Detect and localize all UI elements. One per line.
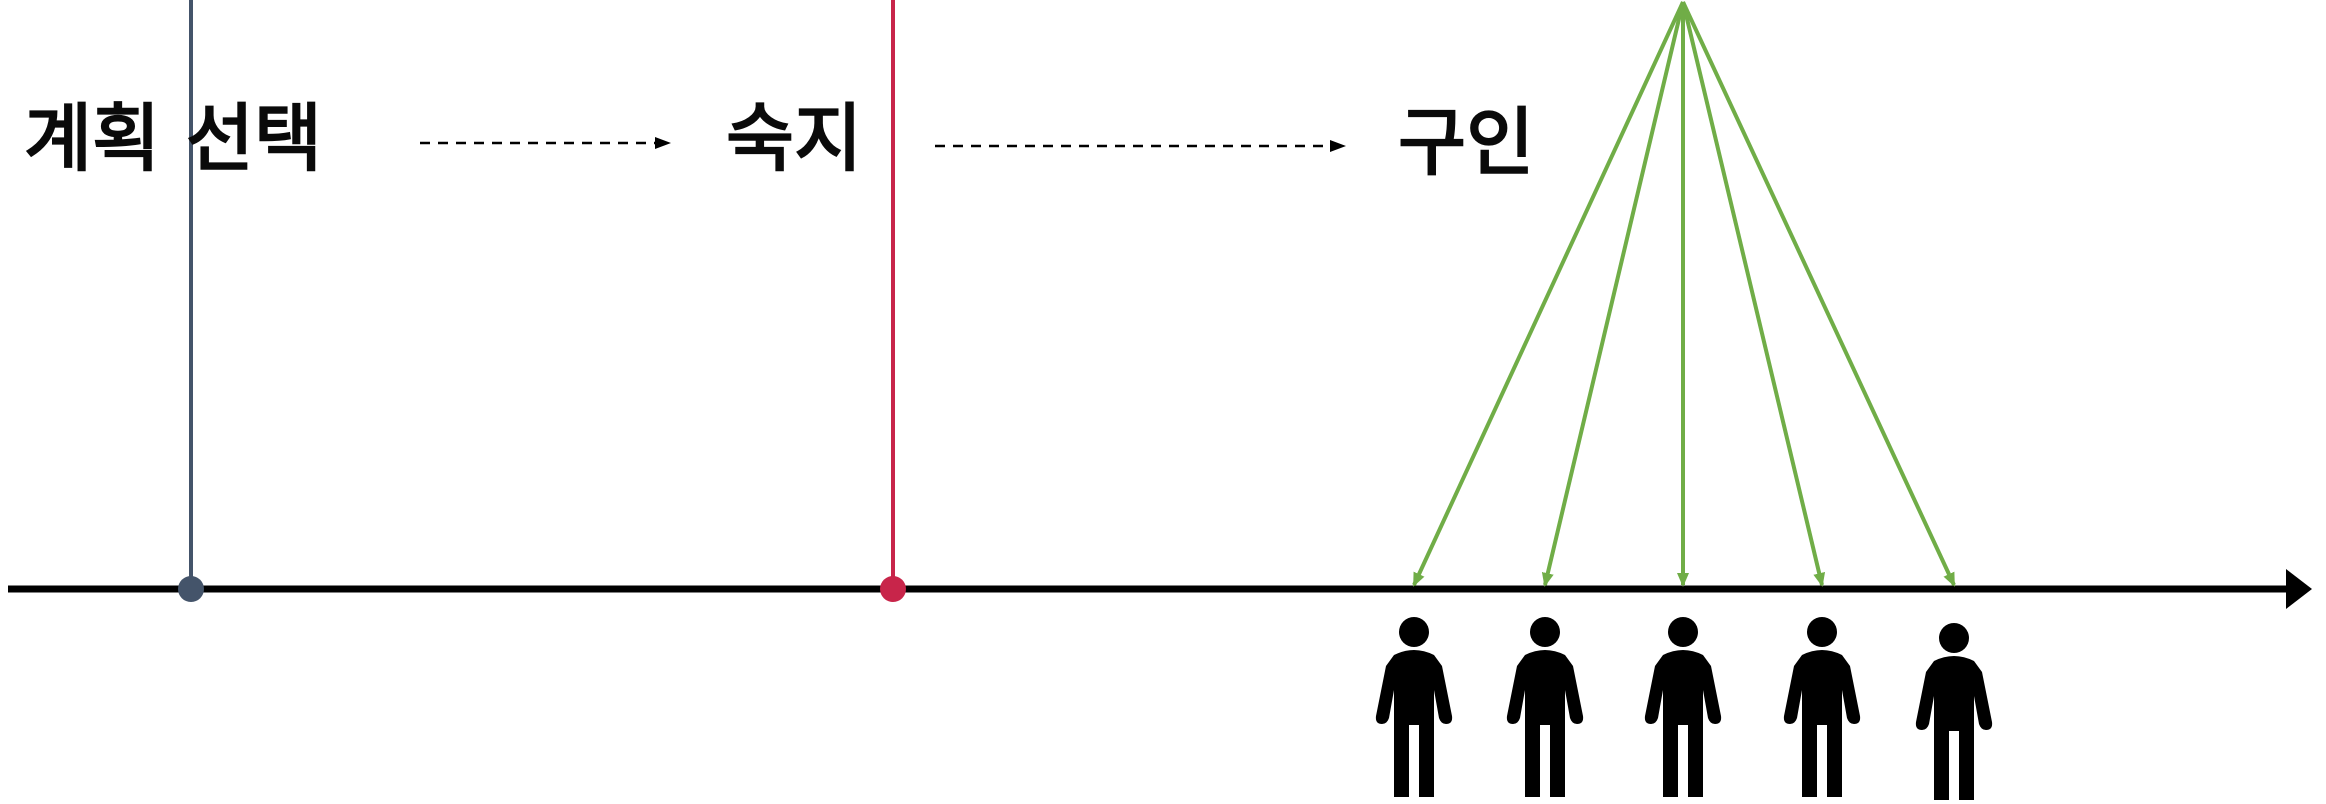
person-icon [1644,617,1722,797]
recruit-arrow [1541,1,1685,587]
recruited-people [1375,617,1993,803]
plan-marker-dot [178,576,204,602]
recruit-arrow [1681,1,1826,587]
person-icon [1375,617,1453,797]
recruit-arrows [1412,1,1956,587]
label-crime: 숙지 [726,96,863,182]
recruit-arrow [1412,1,1685,587]
label-plan-selection: 계획 선택 [24,96,323,182]
person-icon [1506,617,1584,797]
label-hire: 구인 [1398,100,1535,186]
recruit-arrow [1681,1,1956,587]
person-icon [1915,623,1993,803]
person-icon [1783,617,1861,797]
timeline-arrowhead [2286,569,2312,609]
crime-marker-dot [880,576,906,602]
